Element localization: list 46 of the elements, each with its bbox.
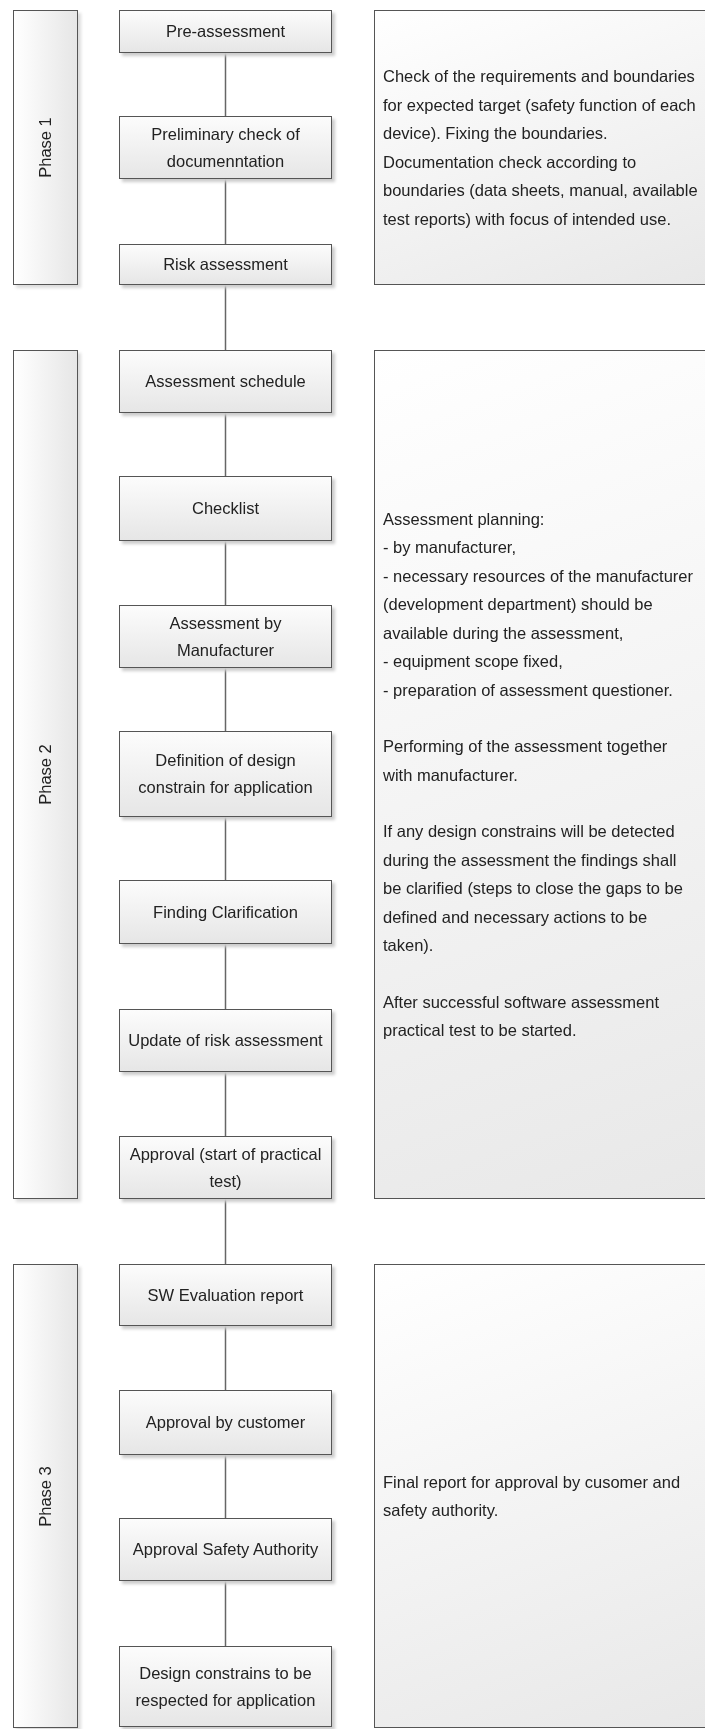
description-text: Performing of the assessment together with manufacturer. bbox=[383, 736, 669, 786]
phase-label: Phase 2 bbox=[36, 744, 55, 805]
connector-line bbox=[224, 943, 227, 1010]
connector-line bbox=[224, 1325, 227, 1391]
process-box: Approval by customer bbox=[119, 1390, 332, 1455]
process-box: Definition of design constrain for application bbox=[119, 731, 332, 817]
description-text: - by manufacturer, bbox=[383, 537, 517, 558]
phase-label: Phase 1 bbox=[36, 117, 55, 178]
phase-band bbox=[13, 350, 78, 1199]
process-box: Approval (start of practical test) bbox=[119, 1136, 332, 1199]
description-panel bbox=[374, 1264, 705, 1728]
description-panel bbox=[374, 350, 705, 1199]
process-box: Assessment by Manufacturer bbox=[119, 605, 332, 668]
process-box: Approval Safety Authority bbox=[119, 1518, 332, 1581]
connector-line bbox=[224, 1198, 227, 1265]
process-box: Assessment schedule bbox=[119, 350, 332, 413]
process-box: Checklist bbox=[119, 476, 332, 541]
process-box: Finding Clarification bbox=[119, 880, 332, 944]
connector-line bbox=[224, 540, 227, 606]
process-box: Design constrains to be respected for application bbox=[119, 1646, 332, 1727]
phase-band bbox=[13, 10, 78, 285]
description-text: Check of the requirements and boundaries for expected target (safety function of each device). Fixing the boundaries. Documentation check according to boundaries (data sheets, manual, available test reports) with focus of intended use. bbox=[383, 66, 699, 230]
description-text: Final report for approval by cusomer and safety authority. bbox=[383, 1471, 682, 1521]
connector-line bbox=[224, 1580, 227, 1647]
connector-line bbox=[224, 667, 227, 732]
process-box: SW Evaluation report bbox=[119, 1264, 332, 1326]
phase-band bbox=[13, 1264, 78, 1728]
description-text: If any design constrains will be detected during the assessment the findings shall be clarified (steps to close the gaps to be defined and necessary actions to be taken). bbox=[383, 821, 684, 956]
description-text: - preparation of assessment questioner. bbox=[383, 679, 674, 701]
description-text: Assessment planning: bbox=[383, 508, 546, 530]
process-box: Preliminary check of documenntation bbox=[119, 116, 332, 179]
connector-line bbox=[224, 52, 227, 117]
connector-line bbox=[224, 1454, 227, 1519]
connector-line bbox=[224, 412, 227, 477]
description-panel bbox=[374, 10, 705, 285]
process-box: Risk assessment bbox=[119, 244, 332, 285]
process-box: Pre-assessment bbox=[119, 10, 332, 53]
connector-line bbox=[224, 816, 227, 881]
phase-label: Phase 3 bbox=[36, 1465, 55, 1527]
process-box: Update of risk assessment bbox=[119, 1009, 332, 1072]
connector-line bbox=[224, 178, 227, 245]
connector-line bbox=[224, 284, 227, 351]
description-text: After successful software assessment practical test to be started. bbox=[383, 991, 661, 1041]
description-text: - equipment scope fixed, bbox=[383, 651, 564, 672]
connector-line bbox=[224, 1071, 227, 1137]
description-text: - necessary resources of the manufacturer (development department) should be available during the assessment, bbox=[383, 565, 694, 644]
